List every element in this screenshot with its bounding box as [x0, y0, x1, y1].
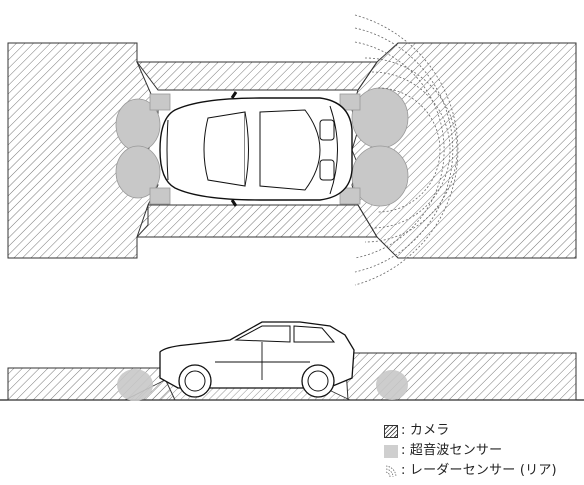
- car-top-view-icon: [159, 91, 353, 207]
- radar-arc-swatch: [384, 465, 398, 478]
- legend-ultrasonic-label: : 超音波センサー: [401, 443, 503, 458]
- side-sonar-front: [117, 369, 153, 401]
- rear-camera-zone: [136, 204, 378, 238]
- radar-arcs: [354, 14, 459, 286]
- sonar-right-rear: [351, 145, 409, 207]
- ultrasonic-zones: [115, 87, 409, 207]
- legend-camera-label: : カメラ: [401, 423, 450, 438]
- ultrasonic-gray-swatch: [384, 444, 398, 458]
- front-camera-zone: [136, 61, 378, 91]
- car-side-view-icon: [159, 321, 355, 398]
- legend-ultrasonic: : 超音波センサー: [384, 441, 557, 461]
- legend-radar: : レーダーセンサー (リア): [384, 461, 557, 481]
- side-view: [0, 321, 584, 401]
- top-view: [7, 14, 577, 286]
- legend: : カメラ : 超音波センサー : レーダーセンサー (リア): [384, 421, 557, 481]
- legend-camera: : カメラ: [384, 421, 557, 441]
- camera-hatch-swatch: [384, 424, 398, 438]
- side-sonar-rear: [376, 370, 408, 400]
- sonar-left-rear: [115, 145, 161, 199]
- legend-radar-label: : レーダーセンサー (リア): [401, 463, 557, 478]
